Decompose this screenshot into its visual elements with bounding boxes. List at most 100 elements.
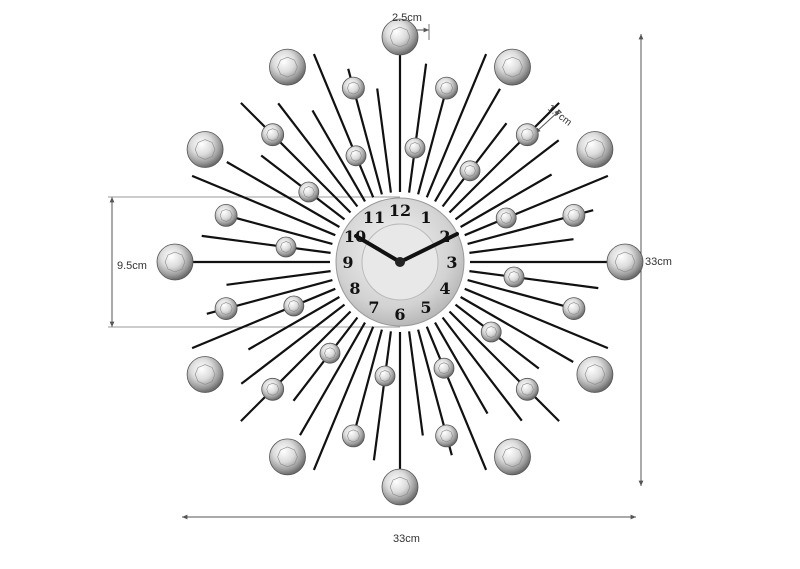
crystal-gem [261,377,285,401]
rod [240,310,352,422]
crystal-gem [433,357,455,379]
height-label: 33cm [645,256,672,268]
crystal-gem [156,243,194,281]
rod [469,270,599,290]
crystal-facet [440,429,453,443]
clock-numeral: 5 [420,298,431,317]
crystal-gem [275,236,297,258]
rod [434,322,489,415]
clock-numeral: 2 [439,227,450,246]
crystal-facet [500,212,513,224]
crystal-facet [379,370,391,382]
rod [467,279,570,309]
crystal-facet [485,326,498,338]
rod [376,88,392,193]
crystal-facet [347,429,360,443]
rod [469,238,574,254]
crystal-gem [576,356,614,393]
crystal-gem [494,438,531,476]
clock-numeral: 3 [446,253,457,272]
hour-hand [354,234,402,264]
crystal-gem [606,243,644,281]
crystal-gem [381,18,419,56]
crystal-facet [508,271,520,283]
crystal-gem [435,424,459,448]
rod [226,270,331,286]
gem-size-label: 2.5cm [392,12,422,24]
face-size-label: 9.5cm [117,260,147,272]
crystal-facet [302,186,315,198]
crystal-gem [341,76,365,100]
rod [299,322,366,436]
rod [312,326,375,471]
crystal-gem [186,131,224,168]
rod [201,234,331,254]
crystal-gem [381,468,419,506]
rod [191,287,336,350]
crystal-gems [156,18,644,506]
rod [464,174,609,237]
rod [240,102,352,214]
clock-numeral: 6 [394,305,405,324]
crystal-gem [298,181,320,203]
sunburst-rods [175,37,625,487]
clock-numeral: 1 [420,208,431,227]
crystal-facet [194,139,216,160]
rod [460,296,574,363]
crystal-facet [280,241,292,253]
crystal-facet [614,251,636,273]
crystal-gem [515,377,539,401]
rod [353,329,383,432]
crystal-gem [515,123,539,147]
rod [434,88,501,202]
crystal-gem [494,48,531,86]
crystal-facet [520,128,534,142]
rod [247,296,340,351]
crystal-gem [562,297,586,321]
crystal-facet [464,164,476,177]
crystal-facet [438,362,450,375]
crystal-gem [319,342,341,364]
rod [230,215,333,245]
crystal-facet [266,128,280,142]
crystal-gem [495,207,517,229]
clock-numeral: 8 [349,279,360,298]
rod [441,316,523,422]
crystal-gem [283,295,305,317]
crystal-facet [266,382,280,396]
clock-numeral: 7 [368,298,379,317]
crystal-gem [186,356,224,393]
rod [240,303,346,385]
crystal-facet [389,476,411,498]
rod [312,53,375,198]
crystal-facet [277,56,298,78]
rod [226,161,340,228]
crystal-facet [502,56,523,78]
crystal-gem [214,297,238,321]
crystal-facet [584,139,606,160]
rod [425,326,488,471]
crystal-facet [324,347,336,360]
crystal-gem [261,123,285,147]
crystal-facet [219,209,233,222]
center-cap [395,257,405,267]
crystal-facet [277,446,298,468]
rod-dimension-line [534,109,561,134]
crystal-gem [435,76,459,100]
crystal-facet [584,364,606,385]
rod [408,63,428,193]
crystal-facet [520,382,534,396]
crystal-facet [389,26,411,48]
rod [277,102,359,208]
clock-numeral: 12 [389,201,411,220]
crystal-gem [269,438,306,476]
rod [448,102,560,214]
rod [417,92,447,195]
crystal-gem [576,131,614,168]
rod [311,109,366,202]
rod [454,139,560,221]
clock-numeral: 4 [439,279,450,298]
